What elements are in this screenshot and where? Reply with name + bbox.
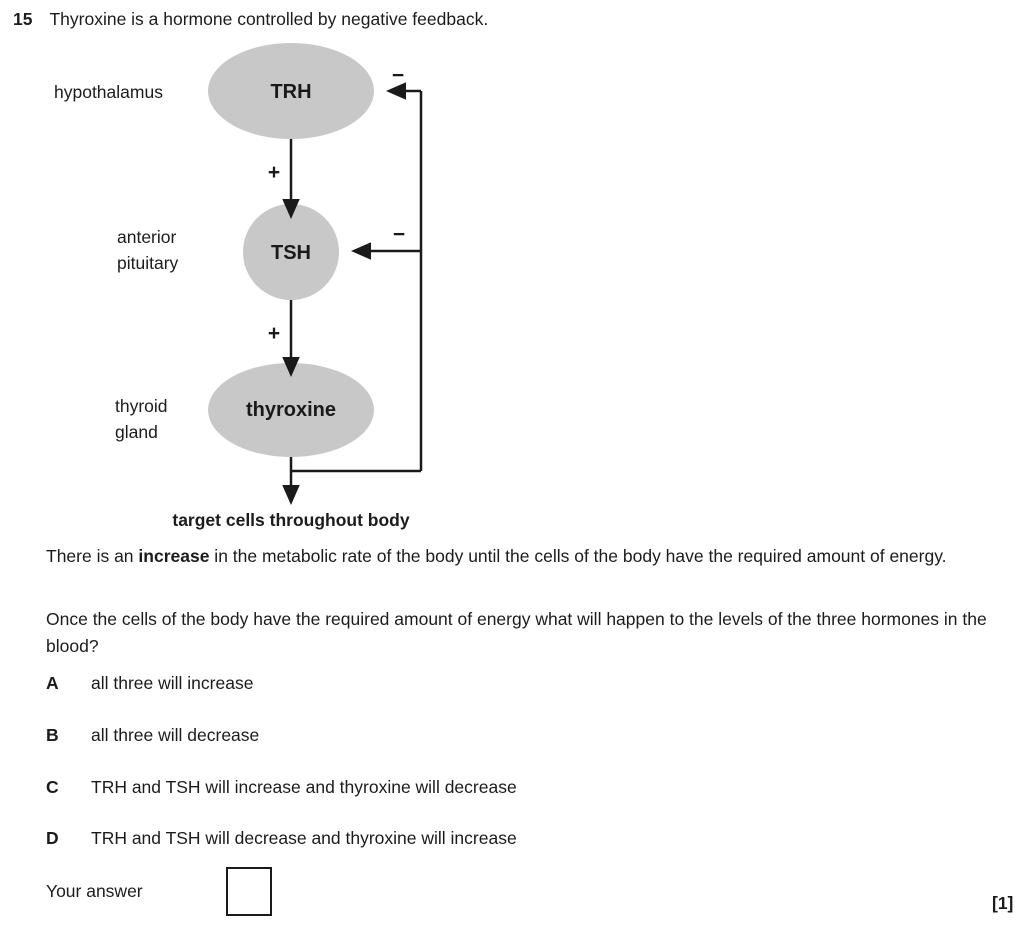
option-c-text: TRH and TSH will increase and thyroxine … <box>91 777 517 797</box>
paragraph-question-stem: Once the cells of the body have the requ… <box>46 609 987 656</box>
thyroxine-label: thyroxine <box>246 399 336 421</box>
target-cells-label: target cells throughout body <box>172 510 410 530</box>
option-a-text: all three will increase <box>91 673 254 693</box>
tsh-label: TSH <box>271 242 311 264</box>
option-d-text: TRH and TSH will decrease and thyroxine … <box>91 828 517 848</box>
question-header: 15 Thyroxine is a hormone controlled by … <box>13 9 488 30</box>
thyroid-gland-organ-label: thyroid gland <box>115 396 168 442</box>
anterior-pituitary-organ-label: anterior pituitary <box>117 227 179 273</box>
plus-sign-tsh-thyroxine: + <box>268 322 280 345</box>
hypothalamus-node <box>208 43 374 139</box>
your-answer-label: Your answer <box>46 881 143 901</box>
anterior-pituitary-node <box>243 204 339 300</box>
option-row-c: C TRH and TSH will increase and thyroxine… <box>46 777 946 798</box>
marks-badge: [1] <box>992 893 1014 913</box>
paragraph-metabolic-rate: There is an increase in the metabolic ra… <box>46 543 991 570</box>
plus-sign-trh-tsh: + <box>268 161 280 184</box>
option-b-text: all three will decrease <box>91 725 260 745</box>
option-row-d: D TRH and TSH will decrease and thyroxine… <box>46 828 946 849</box>
feedback-diagram: TRH TSH thyroxine + + − − <box>208 43 423 505</box>
option-a-letter: A <box>46 673 59 693</box>
paragraph-1-bold-word: increase <box>138 546 210 566</box>
option-b-letter: B <box>46 725 59 745</box>
option-d-letter: D <box>46 828 59 848</box>
thyroid-gland-node <box>208 363 374 457</box>
minus-sign-trh: − <box>392 64 404 87</box>
minus-sign-tsh: − <box>393 223 405 246</box>
question-text: Thyroxine is a hormone controlled by neg… <box>49 9 489 29</box>
question-number: 15 <box>13 9 33 29</box>
hypothalamus-organ-label: hypothalamus <box>54 82 163 102</box>
answer-box[interactable] <box>226 867 272 916</box>
option-c-letter: C <box>46 777 59 797</box>
paragraph-1-before: There is an <box>46 546 139 566</box>
paragraph-1-after: in the metabolic rate of the body until … <box>209 546 947 566</box>
trh-label: TRH <box>270 81 311 103</box>
